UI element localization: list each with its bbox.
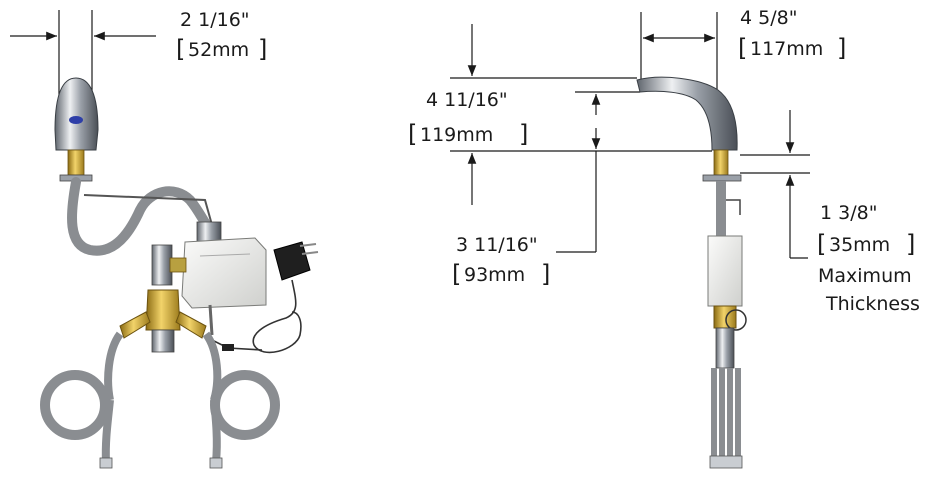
spout-width-imperial: 2 1/16" (180, 9, 250, 31)
adapter-cord (252, 279, 302, 354)
hoses-side (711, 368, 741, 458)
sensor-cable (83, 194, 213, 226)
tee-valve (151, 244, 173, 286)
box-outlet (208, 304, 214, 336)
hose-fitting-left (99, 457, 113, 469)
thickness-metric: 35mm (829, 234, 890, 256)
spout-front (54, 77, 99, 151)
supply-hose-loop (67, 177, 217, 256)
inlet-right (175, 311, 207, 339)
hose-coil-left (40, 370, 110, 440)
check-valve (151, 329, 175, 353)
reach-metric: 117mm (750, 38, 823, 60)
shank-front (67, 149, 85, 176)
reach-imperial: 4 5/8" (740, 7, 797, 29)
control-box-side (707, 235, 743, 307)
svg-text:]: ] (258, 35, 267, 63)
svg-text:]: ] (519, 120, 528, 148)
thickness-imperial: 1 3/8" (820, 202, 877, 224)
front-view-drawing (10, 10, 319, 469)
cord-connector (222, 344, 234, 351)
thickness-note-line1: Maximum (818, 265, 912, 287)
thickness-note-line2: Thickness (825, 293, 920, 315)
svg-text:[: [ (452, 260, 461, 288)
control-box (181, 237, 267, 309)
spout-side (636, 76, 738, 151)
mount-nut-side (702, 174, 742, 182)
overall-height-imperial: 4 11/16" (426, 89, 508, 111)
clearance-imperial: 3 11/16" (456, 234, 538, 256)
svg-text:]: ] (906, 230, 915, 258)
svg-text:]: ] (837, 34, 846, 62)
clearance-metric: 93mm (464, 264, 525, 286)
svg-text:[: [ (176, 35, 185, 63)
sensor-window (69, 116, 83, 124)
mixing-tee-side (713, 305, 737, 329)
hose-fitting-right (209, 457, 223, 469)
mixing-tee (145, 289, 181, 331)
svg-text:]: ] (541, 260, 550, 288)
svg-text:[: [ (408, 120, 417, 148)
svg-text:[: [ (817, 230, 826, 258)
hose-coil-right (210, 370, 280, 440)
inlet-left (119, 311, 151, 339)
svg-text:[: [ (738, 34, 747, 62)
power-adapter (273, 241, 311, 281)
side-view-drawing (450, 12, 810, 469)
shank-side (713, 149, 729, 176)
overall-height-metric: 119mm (420, 124, 493, 146)
spout-width-metric: 52mm (188, 39, 249, 61)
hose-fittings-side (709, 455, 743, 469)
